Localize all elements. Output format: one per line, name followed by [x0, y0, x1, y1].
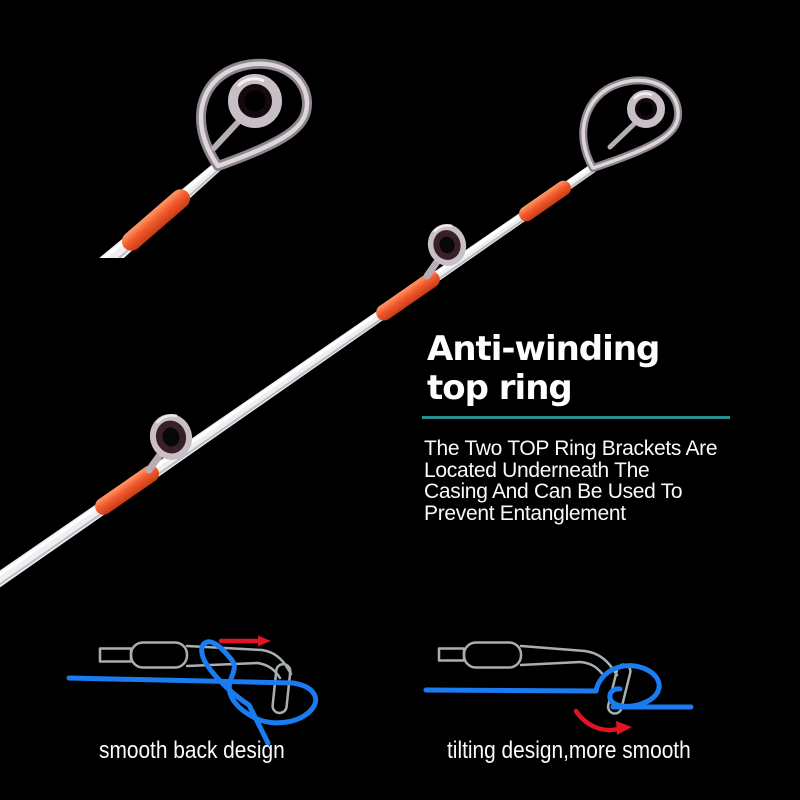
fishing-line-tangle-path	[66, 639, 319, 746]
guide-ring-lower	[145, 414, 193, 474]
description-line: Prevent Entanglement	[424, 501, 626, 525]
diagram-smooth-back	[66, 635, 319, 746]
description-line: Located Underneath The	[424, 458, 650, 482]
headline-line1: Anti-winding	[427, 329, 660, 369]
closeup-tip-ring	[99, 58, 312, 258]
teal-divider	[422, 416, 730, 419]
diagram-tilting-design	[423, 641, 694, 735]
rod-wraps	[95, 180, 571, 515]
closeup-ring-frame	[196, 58, 312, 171]
diagram-guide-capsule	[271, 662, 292, 715]
fishing-line-smooth-path	[423, 663, 694, 710]
description-line: The Two TOP Ring Brackets Are	[424, 437, 718, 460]
wrap-bottom	[95, 465, 159, 515]
wrap-middle	[376, 271, 440, 321]
description-line: Casing And Can Be Used To	[424, 480, 683, 503]
tilt-arrow-curved	[573, 708, 632, 735]
tip-ring	[579, 76, 683, 172]
headline-line2: top ring	[427, 368, 573, 408]
direction-arrow-right	[218, 635, 271, 647]
caption-smooth-back: smooth back design	[99, 737, 285, 764]
description: The Two TOP Ring Brackets Are Located Un…	[424, 438, 754, 524]
diagram-rod-outline	[98, 641, 293, 715]
caption-tilting-design: tilting design,more smooth	[447, 737, 691, 764]
closeup-wrap	[121, 189, 191, 251]
guide-ring-middle	[423, 224, 467, 280]
wrap-top	[519, 180, 571, 222]
headline: Anti-winding top ring	[427, 330, 757, 408]
closeup-inset-frame	[92, 54, 343, 262]
